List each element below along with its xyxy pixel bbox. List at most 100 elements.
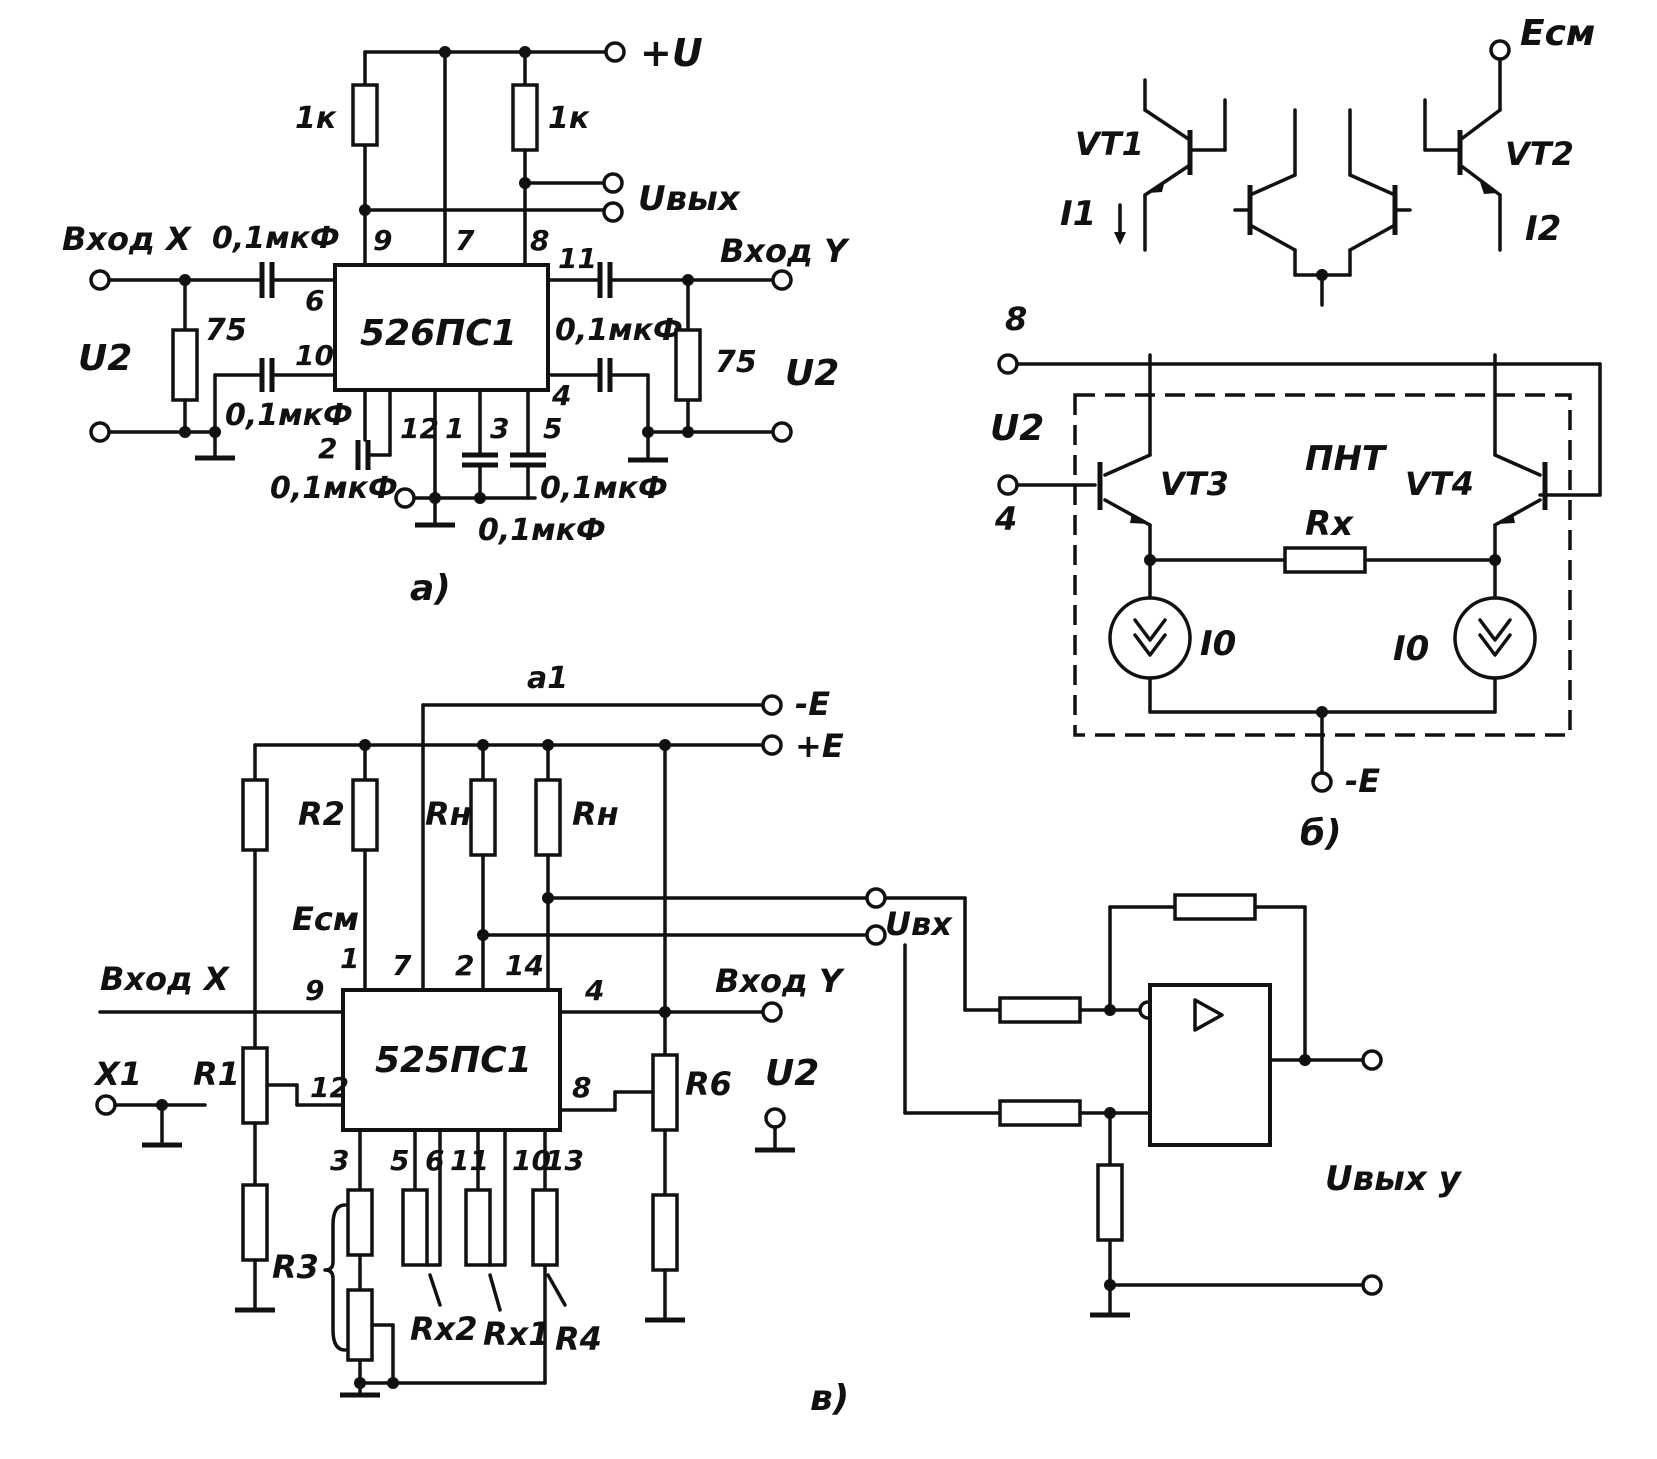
transistor-vt3: [1097, 353, 1152, 562]
resistor-r1-top: [241, 778, 269, 852]
resistor-r4: [531, 1188, 559, 1267]
label-uout-c: Uвых y: [1325, 1159, 1463, 1199]
resistor-rx2: [401, 1188, 429, 1267]
label-c-5: 0,1мкФ: [540, 471, 668, 506]
resistor-input-inv: [998, 996, 1082, 1024]
label-rx: Rx: [1305, 504, 1354, 544]
pin-13-c: 13: [545, 1144, 584, 1177]
resistor-75-right: [674, 328, 702, 402]
label-rn-2: Rн: [572, 795, 619, 833]
terminal-u2-c: [764, 1107, 786, 1129]
terminal-neg-e-b: [1311, 771, 1333, 793]
resistor-r1-pot: [241, 1046, 269, 1125]
label-u2-right-a: U2: [785, 353, 839, 394]
pin-1: 1: [445, 412, 464, 445]
label-rx1: Rx1: [483, 1315, 551, 1353]
pin-12-c: 12: [310, 1071, 349, 1104]
label-rn-1: Rн: [425, 795, 472, 833]
pin-10: 10: [295, 339, 334, 372]
terminal-u2-left-a: [89, 421, 111, 443]
resistor-r2: [351, 778, 379, 852]
label-c-x: 0,1мкФ: [212, 221, 340, 256]
label-1k-left: 1к: [295, 101, 337, 136]
resistor-rn-1: [469, 778, 497, 857]
label-c-3: 0,1мкФ: [478, 513, 606, 548]
label-1k-right: 1к: [548, 101, 590, 136]
pin-11: 11: [558, 242, 597, 275]
pin-5-c: 5: [390, 1144, 409, 1177]
caption-c: в): [810, 1378, 849, 1419]
transistor-vt4: [1493, 353, 1548, 562]
pin-9: 9: [373, 224, 392, 257]
label-vt1: VT1: [1075, 125, 1144, 163]
pin-8: 8: [530, 224, 549, 257]
caption-b: б): [1300, 813, 1342, 854]
resistor-rn-2: [534, 778, 562, 857]
terminal-ground-a: [394, 487, 416, 509]
resistor-r1-bottom: [241, 1183, 269, 1262]
op-amp: [1148, 983, 1272, 1147]
resistor-1k-right: [511, 83, 539, 152]
pin-4: 4: [551, 379, 571, 412]
pin-2: 2: [318, 432, 337, 465]
resistor-rx: [1283, 546, 1367, 574]
resistor-1k-left: [351, 83, 379, 147]
label-vt2: VT2: [1505, 135, 1574, 173]
differential-pair: [1233, 108, 1412, 307]
label-c-10: 0,1мкФ: [225, 398, 353, 433]
terminal-pin8-b: [997, 353, 1019, 375]
label-75-right: 75: [715, 345, 757, 380]
pin-3-c: 3: [330, 1144, 349, 1177]
terminal-uin-2: [865, 924, 887, 946]
label-u2-c: U2: [765, 1053, 819, 1094]
terminal-x1: [95, 1094, 117, 1116]
pin-4-c: 4: [584, 974, 604, 1007]
label-pin4-b: 4: [994, 500, 1017, 538]
circuit-a: +U 1к 1к Uвых 526ПС1 9 7 8 6 10 11 4 2 1…: [62, 31, 850, 609]
resistor-rx1: [464, 1188, 492, 1267]
terminal-input-y-c: [761, 1001, 783, 1023]
label-rx2: Rx2: [410, 1310, 478, 1348]
label-plus-u: +U: [640, 31, 703, 75]
pin-14-c: 14: [505, 949, 544, 982]
label-vt4: VT4: [1405, 465, 1474, 503]
transistor-vt1: [1143, 78, 1227, 252]
terminal-u2-right-a: [771, 421, 793, 443]
label-pos-e-c: +E: [795, 727, 844, 765]
label-ecm-b: Eсм: [1520, 13, 1595, 54]
terminal-input-x-a: [89, 269, 111, 291]
terminal-pin4-b: [997, 474, 1019, 496]
terminal-uin-1: [865, 887, 887, 909]
label-pin8-b: 8: [1005, 300, 1027, 338]
circuit-b: VT1 I1 Eсм VT2 I2 8 U2: [990, 13, 1602, 854]
label-r2: R2: [298, 795, 345, 833]
pin-9-c: 9: [305, 974, 324, 1007]
resistor-input-noninv: [998, 1099, 1082, 1127]
pin-12: 12: [400, 412, 439, 445]
resistor-r6-pot: [651, 1053, 679, 1132]
label-input-x-c: Вход X: [100, 960, 230, 998]
pin-5: 5: [543, 412, 562, 445]
label-a1: a1: [527, 661, 568, 696]
terminal-uout-c-1: [1361, 1049, 1383, 1071]
label-input-x-a: Вход X: [62, 220, 192, 258]
pin-6: 6: [305, 284, 324, 317]
resistor-r6-bottom: [651, 1193, 679, 1272]
terminal-input-y-a: [771, 269, 793, 291]
pin-2-c: 2: [455, 949, 474, 982]
label-neg-e-b: -E: [1345, 762, 1380, 800]
resistor-r3-pot: [346, 1288, 374, 1362]
label-u2-left-a: U2: [78, 338, 132, 379]
pin-3: 3: [490, 412, 509, 445]
terminal-plus-u: [604, 41, 626, 63]
resistor-feedback: [1173, 893, 1257, 921]
label-vt3: VT3: [1160, 465, 1229, 503]
label-neg-e-c: -E: [795, 685, 830, 723]
pin-7-c: 7: [392, 949, 412, 982]
label-i2: I2: [1525, 209, 1561, 249]
terminal-neg-e-c: [761, 694, 783, 716]
terminal-pos-e-c: [761, 734, 783, 756]
label-r1: R1: [193, 1055, 240, 1093]
label-i0-right: I0: [1393, 629, 1429, 669]
